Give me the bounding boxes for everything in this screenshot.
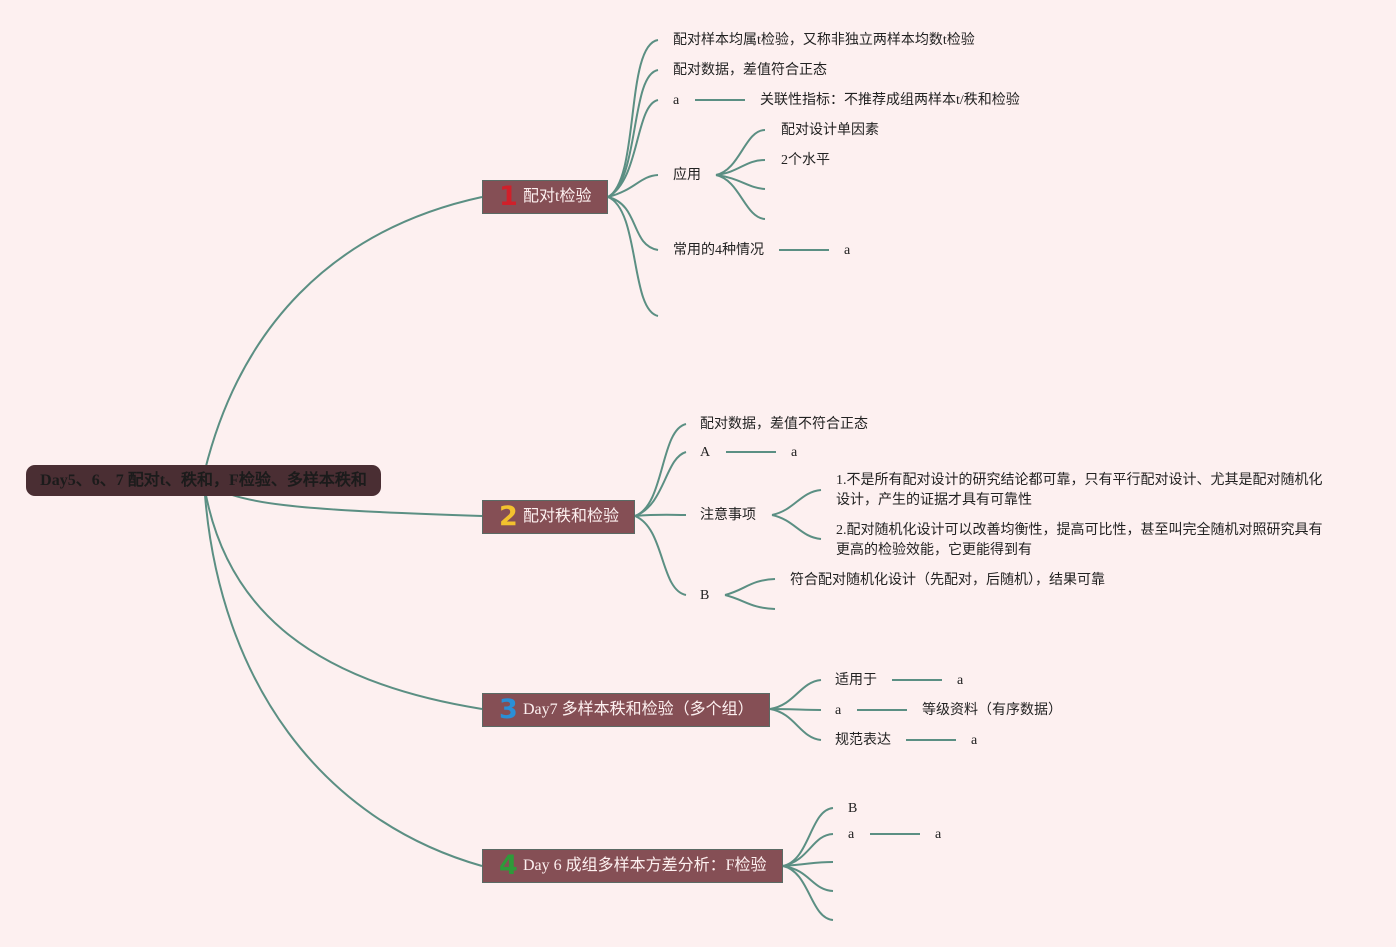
branch-2-item-4[interactable]: B xyxy=(700,588,710,603)
branch-2-item-3-child-2[interactable]: 2.配对随机化设计可以改善均衡性，提高可比性，甚至叫完全随机对照研究具有更高的检… xyxy=(836,523,1323,558)
branch-4-item-2-child[interactable]: a xyxy=(935,827,942,842)
number-4-icon: 4 xyxy=(499,850,518,881)
branch-3-label: Day7 多样本秩和检验（多个组） xyxy=(523,701,754,718)
branch-2-item-4-child-1[interactable]: 符合配对随机化设计（先配对，后随机），结果可靠 xyxy=(790,573,1105,588)
branch-3-item-2-child[interactable]: 等级资料（有序数据） xyxy=(922,703,1062,718)
branch-2-item-3-child-1[interactable]: 1.不是所有配对设计的研究结论都可靠，只有平行配对设计、尤其是配对随机化设计，产… xyxy=(836,473,1323,508)
branch-4-topic[interactable]: 4 Day 6 成组多样本方差分析：F检验 xyxy=(482,849,783,883)
branch-1-item-3[interactable]: a xyxy=(673,93,680,108)
root-topic[interactable]: Day5、6、7 配对t、秩和，F检验、多样本秩和 xyxy=(26,465,381,496)
branch-4-item-2[interactable]: a xyxy=(848,827,855,842)
root-topic-label: Day5、6、7 配对t、秩和，F检验、多样本秩和 xyxy=(40,472,367,489)
branch-1-item-4-child-1[interactable]: 配对设计单因素 xyxy=(781,123,879,138)
branch-1-item-1[interactable]: 配对样本均属t检验，又称非独立两样本均数t检验 xyxy=(673,33,975,48)
branch-1-label: 配对t检验 xyxy=(523,188,592,205)
branch-1-item-5[interactable]: 常用的4种情况 xyxy=(673,243,764,258)
branch-3-topic[interactable]: 3 Day7 多样本秩和检验（多个组） xyxy=(482,693,770,727)
branch-2-label: 配对秩和检验 xyxy=(523,508,620,525)
branch-4-label: Day 6 成组多样本方差分析：F检验 xyxy=(523,857,767,874)
branch-1-topic[interactable]: 1 配对t检验 xyxy=(482,180,608,214)
branch-2-item-2[interactable]: A xyxy=(700,445,711,460)
branch-4-item-1[interactable]: B xyxy=(848,801,858,816)
branch-1-item-2[interactable]: 配对数据，差值符合正态 xyxy=(673,63,827,78)
branch-3-item-3-child[interactable]: a xyxy=(971,733,978,748)
branch-1-item-4[interactable]: 应用 xyxy=(673,168,701,183)
branch-2-item-2-child[interactable]: a xyxy=(791,445,798,460)
branch-3-item-3[interactable]: 规范表达 xyxy=(835,733,891,748)
branch-2-item-3[interactable]: 注意事项 xyxy=(700,508,756,523)
branch-3-item-1[interactable]: 适用于 xyxy=(835,673,877,688)
branch-1-item-3-child[interactable]: 关联性指标：不推荐成组两样本t/秩和检验 xyxy=(760,93,1020,108)
branch-2-topic[interactable]: 2 配对秩和检验 xyxy=(482,500,635,534)
number-2-icon: 2 xyxy=(499,501,518,532)
branch-2-item-1[interactable]: 配对数据，差值不符合正态 xyxy=(700,417,868,432)
number-1-icon: 1 xyxy=(499,181,518,212)
branch-3-item-1-child[interactable]: a xyxy=(957,673,964,688)
branch-1-item-5-child[interactable]: a xyxy=(844,243,851,258)
number-3-icon: 3 xyxy=(499,694,518,725)
branch-3-item-2[interactable]: a xyxy=(835,703,842,718)
branch-1-item-4-child-2[interactable]: 2个水平 xyxy=(781,153,830,168)
